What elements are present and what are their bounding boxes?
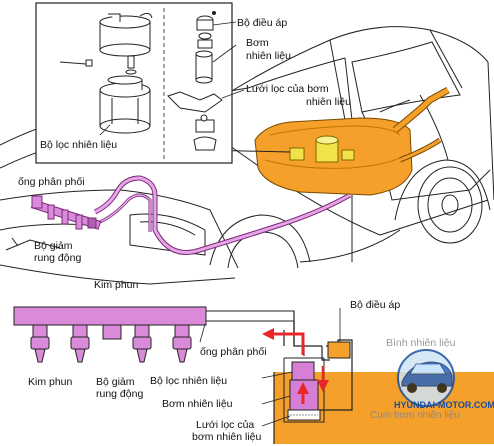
label-fuel-filter-top: Bộ lọc nhiên liệu (40, 139, 117, 151)
fuel-filter-schematic (292, 362, 314, 380)
label-pulsation-damper-car-1: Bộ giảm (34, 240, 73, 252)
label-pump-strainer-top-2: nhiên liệu (306, 96, 351, 108)
delivery-pipe-car (32, 196, 101, 229)
label-delivery-pipe-car: ống phân phối (18, 176, 85, 188)
label-pulsation-damper-bottom-1: Bộ giảm (96, 376, 135, 388)
label-pump-strainer-top-1: Lưới lọc của bơm (246, 83, 329, 95)
watermark-logo (398, 350, 454, 406)
label-injector-bottom: Kim phun (28, 376, 72, 388)
label-pressure-regulator-bottom: Bộ điều áp (350, 299, 400, 311)
label-fuel-sender: Cụm bơm nhiên liệu (370, 410, 460, 421)
watermark-text: HYUNDAI-MOTOR.COM.VN (394, 400, 494, 410)
label-injector-car: Kim phun (94, 279, 138, 291)
label-pulsation-damper-car-2: rung động (34, 252, 81, 264)
label-pressure-regulator-top: Bộ điều áp (237, 17, 287, 29)
label-fuel-filter-bottom: Bộ lọc nhiên liệu (150, 375, 227, 387)
label-fuel-tank: Bình nhiên liệu (386, 337, 455, 349)
label-fuel-pump-top-1: Bơm (246, 37, 269, 49)
pressure-regulator-schematic (328, 342, 350, 358)
fuel-tank-car (255, 90, 448, 195)
label-delivery-pipe-bottom: ống phân phối (200, 346, 267, 358)
label-fuel-pump-bottom: Bơm nhiên liệu (162, 398, 233, 410)
label-pump-strainer-bottom-1: Lưới lọc của (196, 419, 254, 431)
label-pulsation-damper-bottom-2: rung động (96, 388, 143, 400)
label-fuel-pump-top-2: nhiên liệu (246, 50, 291, 62)
label-pump-strainer-bottom-2: bơm nhiên liệu (192, 431, 261, 443)
